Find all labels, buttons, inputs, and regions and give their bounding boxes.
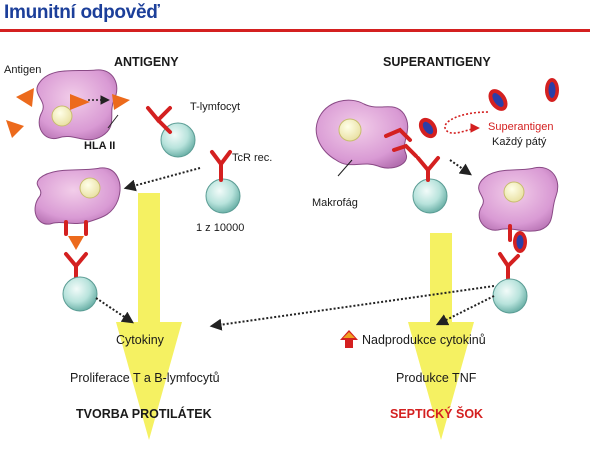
flow-arrow-right [408, 233, 474, 440]
increase-arrow-icon [340, 330, 358, 348]
superantigen-label: Superantigen [488, 121, 554, 133]
septic-shock-outcome: SEPTICKÝ ŠOK [390, 407, 484, 421]
hla-label: HLA II [84, 140, 116, 152]
tcr-label: TcR rec. [232, 152, 273, 164]
macrophage-bottom [478, 166, 559, 314]
macrophage-pointer [337, 159, 353, 177]
hla-pointer [107, 114, 119, 129]
overproduction-label: Nadprodukce cytokinů [362, 333, 486, 347]
cytokine-arrow-cross [209, 285, 495, 331]
t-lymphocyte-label: T-lymfocyt [190, 101, 241, 113]
macrophage-label: Makrofág [312, 197, 358, 209]
binding-arrow [449, 159, 472, 176]
flow-arrow-left [116, 193, 182, 440]
activation-arrow [123, 167, 201, 192]
cytokine-arrow-left [95, 297, 134, 324]
t-lymphocyte-right [412, 156, 448, 214]
superantigens-heading: SUPERANTIGENY [383, 55, 491, 69]
antigens-heading: ANTIGENY [114, 55, 179, 69]
superantigen-molecules [488, 78, 559, 111]
t-lymphocyte-top [146, 106, 196, 158]
antigen-triangles [6, 88, 34, 138]
ratio-label: 1 z 10000 [196, 222, 245, 234]
superantigen-arrow [444, 111, 489, 134]
antigen-presenting-cell-top [36, 69, 130, 141]
tnf-label: Produkce TNF [396, 371, 477, 385]
t-lymphocyte-tcr [205, 150, 241, 214]
every-fifth-label: Každý pátý [492, 136, 547, 148]
cytokines-label: Cytokiny [116, 333, 164, 347]
antigen-presenting-cell-bottom [34, 167, 121, 312]
proliferation-label: Proliferace T a B-lymfocytů [70, 371, 220, 385]
antigen-label: Antigen [4, 64, 42, 76]
antibody-outcome: TVORBA PROTILÁTEK [76, 407, 212, 421]
overproduction-arrow [435, 295, 495, 326]
page-title: Imunitní odpověď [4, 2, 160, 23]
macrophage-top [315, 99, 438, 169]
title-underline [0, 29, 590, 32]
